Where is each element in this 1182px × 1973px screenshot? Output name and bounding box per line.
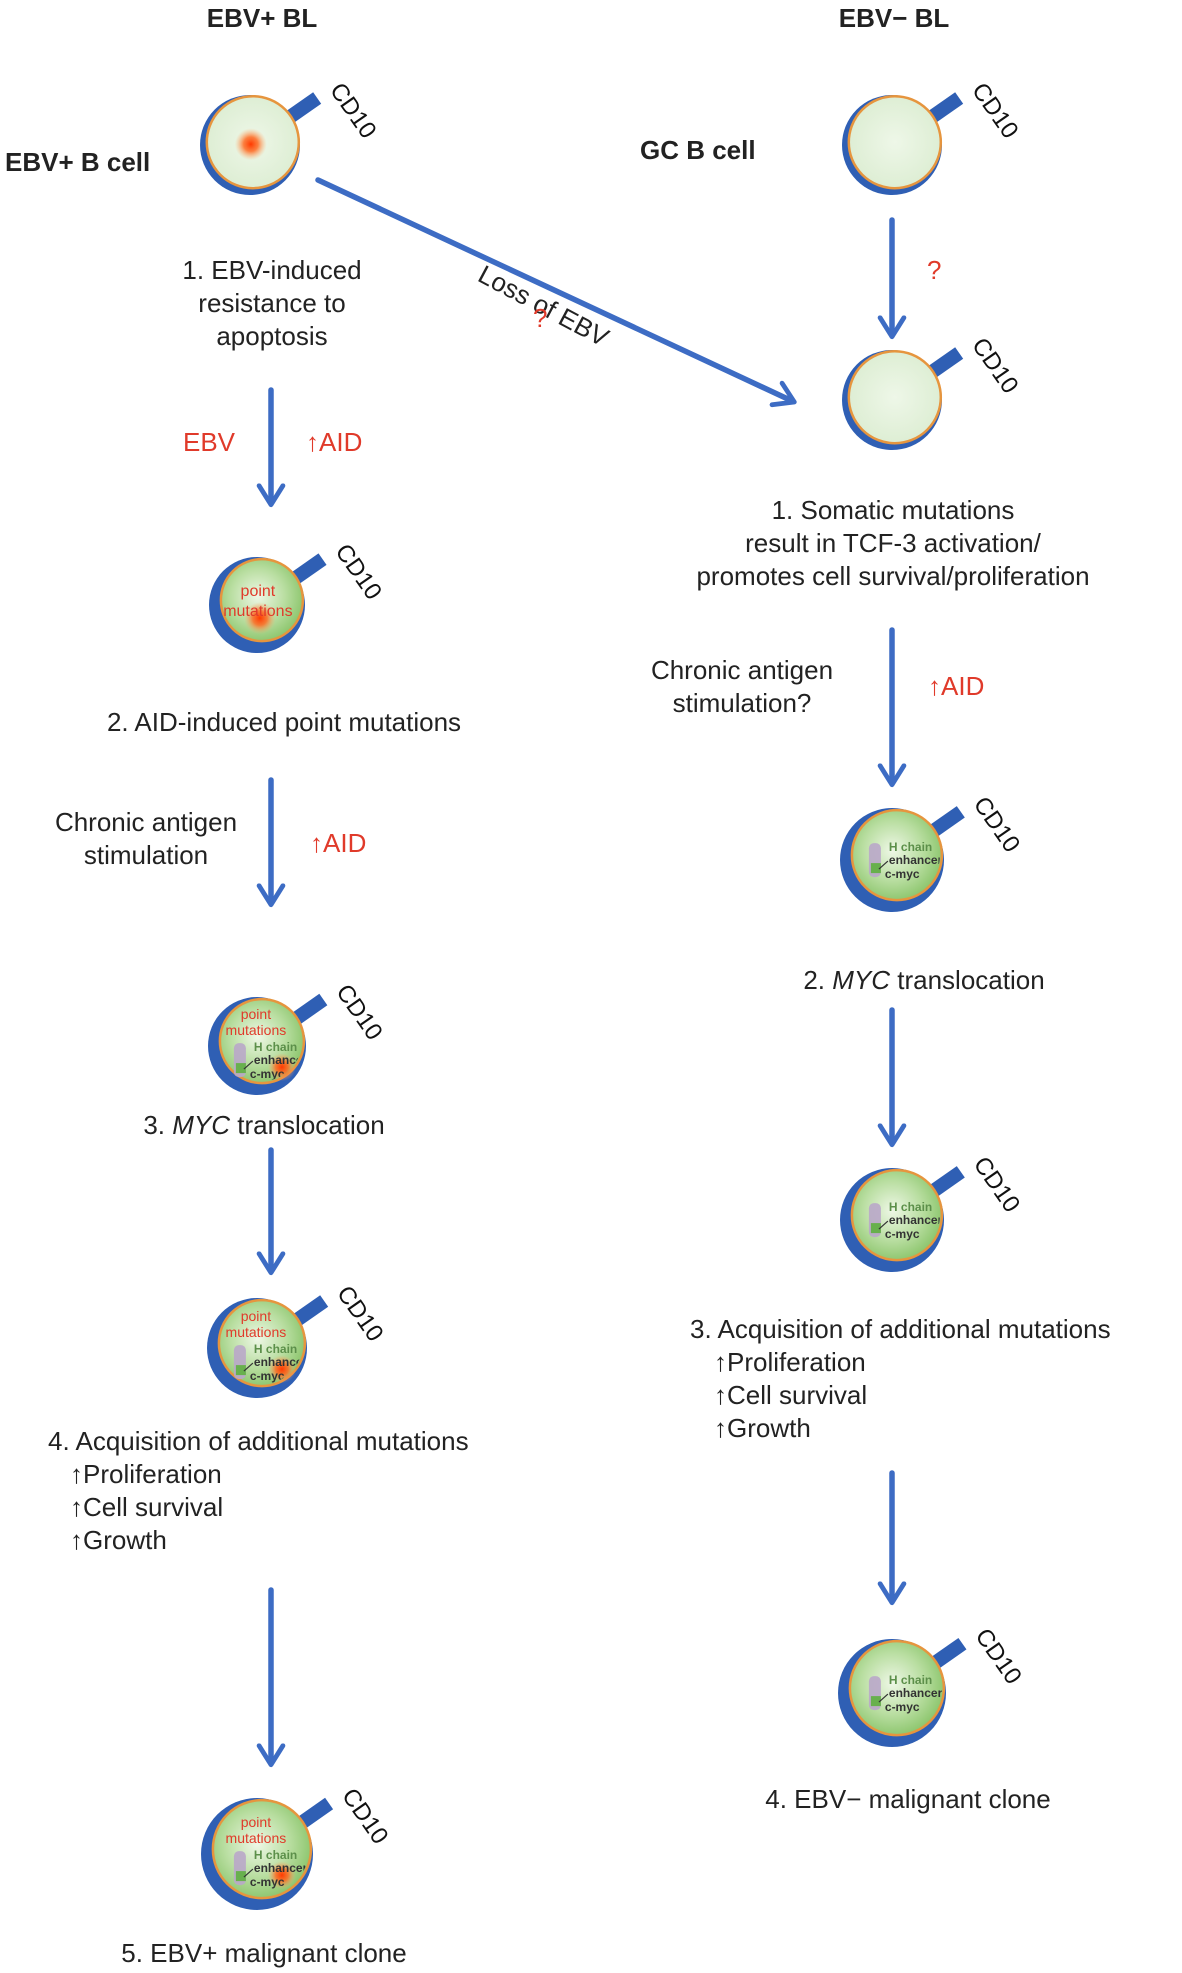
nucleus-spot xyxy=(243,602,276,635)
point-label: point xyxy=(241,1814,271,1830)
right-cell-name: GC B cell xyxy=(640,135,756,165)
pointer-arrow xyxy=(878,1220,889,1230)
tcf3-cell: CD10 xyxy=(842,333,1024,450)
mutations-label: mutations xyxy=(226,1324,287,1340)
left-step5: 5. EBV+ malignant clone xyxy=(121,1938,407,1968)
right-step3: 3. Acquisition of additional mutations ↑… xyxy=(690,1314,1111,1443)
left-step4: 4. Acquisition of additional mutations ↑… xyxy=(48,1426,469,1555)
left-arrow1-aid: ↑AID xyxy=(306,427,363,457)
ebv-b-cell: CD10 xyxy=(200,78,382,195)
cell-body xyxy=(219,557,305,643)
right-step2: 2. MYC translocation xyxy=(803,965,1045,995)
point-label: point xyxy=(241,1308,271,1324)
h-chain-label: H chain xyxy=(254,1848,297,1862)
c-myc-label: c-myc xyxy=(885,1700,920,1714)
left-step1: 1. EBV-induced resistance to apoptosis xyxy=(182,255,362,351)
left-arrow2-stimulus: Chronic antigen stimulation xyxy=(54,807,238,870)
right-step4: 4. EBV− malignant clone xyxy=(765,1784,1051,1814)
translocation-segment xyxy=(870,1696,881,1707)
loss-of-ebv-question: ? xyxy=(533,303,548,333)
mutations-label: mutations xyxy=(223,603,292,620)
cell-body xyxy=(848,1639,946,1737)
h-chain-label: H chain xyxy=(254,1040,297,1054)
left-column-title: EBV+ BL xyxy=(206,3,318,33)
mutations-label: mutations xyxy=(226,1022,287,1038)
enhancer-label: enhancer xyxy=(254,1861,308,1875)
point-label: point xyxy=(241,583,276,600)
point-label: point xyxy=(241,1006,271,1022)
h-chain-label: H chain xyxy=(889,1673,932,1687)
enhancer-label: enhancer xyxy=(254,1053,308,1067)
cell-body xyxy=(847,94,943,190)
cd10-label: CD10 xyxy=(324,78,381,144)
right-arrow1-aid: ↑AID xyxy=(928,671,985,701)
translocation-segment xyxy=(235,1871,246,1882)
right-arrow0-question: ? xyxy=(927,255,942,285)
cell-body xyxy=(850,808,944,902)
pointer-arrow xyxy=(878,860,889,870)
right-column-title: EBV− BL xyxy=(838,3,950,33)
left-cell-name: EBV+ B cell xyxy=(5,147,151,177)
right-step1: 1. Somatic mutations result in TCF-3 act… xyxy=(696,495,1090,591)
nucleus-spot xyxy=(267,1053,296,1082)
h-chain-label: H chain xyxy=(254,1342,297,1356)
nucleus-spot xyxy=(267,1355,296,1384)
left-arrow1-ebv: EBV xyxy=(183,427,236,457)
pointer-arrow xyxy=(243,1060,254,1070)
enhancer-label: enhancer xyxy=(889,853,943,867)
pointer-arrow xyxy=(243,1868,254,1878)
cd10-label: CD10 xyxy=(330,979,387,1045)
right-arrow1-stimulus: Chronic antigen stimulation? xyxy=(650,655,834,718)
cd10-label: CD10 xyxy=(966,333,1023,399)
cd10-label: CD10 xyxy=(330,539,387,605)
left-step3: 3. MYC translocation xyxy=(143,1110,385,1140)
cd10-label: CD10 xyxy=(331,1281,388,1347)
cd10-label: CD10 xyxy=(966,78,1023,144)
translocation-segment xyxy=(235,1063,246,1074)
translocation-segment xyxy=(235,1365,246,1376)
left-step2: 2. AID-induced point mutations xyxy=(106,707,462,737)
cd10-label: CD10 xyxy=(336,1783,393,1849)
translocation-segment xyxy=(870,1223,881,1234)
left-arrow2-aid: ↑AID xyxy=(310,828,367,858)
translocation-segment xyxy=(870,863,881,874)
gc-b-cell: CD10 xyxy=(842,78,1024,195)
c-myc-label: c-myc xyxy=(885,867,920,881)
c-myc-label: c-myc xyxy=(250,1369,285,1383)
pointer-arrow xyxy=(878,1693,889,1703)
cd10-label: CD10 xyxy=(970,1624,1027,1690)
c-myc-label: c-myc xyxy=(250,1067,285,1081)
aid-mutation-cell: CD10 point mutations xyxy=(209,539,387,653)
cd10-label: CD10 xyxy=(968,1152,1025,1218)
mutations-label: mutations xyxy=(226,1830,287,1846)
enhancer-label: enhancer xyxy=(889,1213,943,1227)
nucleus-spot xyxy=(234,128,267,161)
nucleus-spot xyxy=(267,1861,296,1890)
loss-of-ebv-arrow xyxy=(315,177,797,408)
enhancer-label: enhancer xyxy=(889,1686,943,1700)
cell-body xyxy=(847,349,943,445)
cd10-label: CD10 xyxy=(968,792,1025,858)
pointer-arrow xyxy=(243,1362,254,1372)
c-myc-label: c-myc xyxy=(885,1227,920,1241)
h-chain-label: H chain xyxy=(889,840,932,854)
cell-body xyxy=(850,1168,944,1262)
c-myc-label: c-myc xyxy=(250,1875,285,1889)
enhancer-label: enhancer xyxy=(254,1355,308,1369)
h-chain-label: H chain xyxy=(889,1200,932,1214)
